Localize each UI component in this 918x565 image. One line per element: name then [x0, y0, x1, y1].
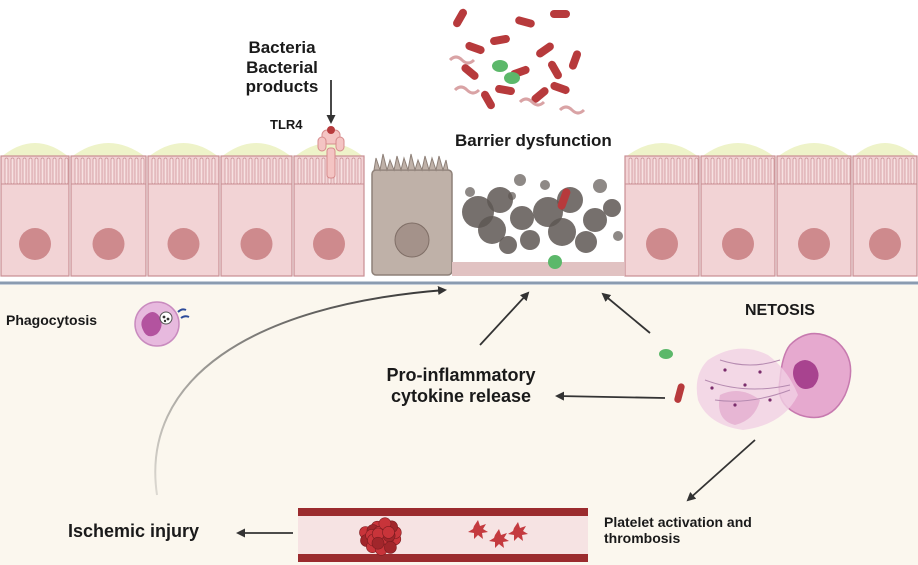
mucus-layer — [776, 143, 852, 158]
debris-fragment — [508, 192, 516, 200]
debris-blob — [575, 231, 597, 253]
mucus-layer — [70, 143, 147, 158]
debris-blob — [499, 236, 517, 254]
bacterium-rod — [461, 64, 479, 80]
debris-fragment — [593, 179, 607, 193]
clot-cell — [382, 526, 395, 539]
cell-nucleus — [313, 228, 345, 260]
cell-debris — [462, 174, 623, 254]
bacterium-rod — [515, 16, 535, 28]
bacterium-rod — [465, 41, 485, 55]
neutrophil-net-icon — [659, 332, 852, 430]
cell-nucleus — [646, 228, 678, 260]
bacterium-rod — [490, 34, 510, 46]
debris-fragment — [514, 174, 526, 186]
bacterium-rod — [548, 60, 562, 80]
mucus-layer — [852, 143, 918, 158]
debris-blob — [487, 187, 513, 213]
mucus-layer — [700, 143, 776, 158]
bacterium-spiral — [558, 105, 586, 115]
debris-blob — [510, 206, 534, 230]
bacterium-rod — [568, 50, 582, 70]
bacterium-rod — [531, 87, 549, 103]
cell-nucleus — [167, 228, 200, 260]
phagocytosis-label: Phagocytosis — [6, 312, 98, 328]
debris-blob — [583, 208, 607, 232]
bacterium-rod — [550, 10, 570, 18]
bacterium-spiral — [448, 55, 476, 65]
bacterium-coccus — [492, 60, 508, 72]
tlr4-receptor-icon — [317, 126, 345, 179]
mucus-layer — [624, 143, 700, 158]
bacterium-rod — [481, 90, 495, 110]
ischemic-injury-label: Ischemic injury — [68, 521, 200, 541]
debris-blob — [533, 197, 563, 227]
platelet-icon — [468, 520, 528, 548]
bacterium-rod — [495, 84, 515, 96]
netosis-to-platelet-arrow — [686, 439, 756, 502]
bacterium-rod — [453, 8, 467, 28]
debris-blob — [520, 230, 540, 250]
bacterium-rod — [536, 42, 554, 58]
epithelium-layer — [0, 143, 918, 277]
bacterium-spiral — [518, 97, 546, 107]
clot-cell — [371, 536, 385, 550]
cell-nucleus — [92, 228, 125, 260]
debris-fragment — [465, 187, 475, 197]
barrier-dysfunction-region — [371, 153, 624, 276]
cell-nucleus — [722, 228, 754, 260]
netosis-label: NETOSIS — [745, 302, 815, 319]
tlr4-label: TLR4 — [270, 117, 303, 132]
mucus-layer — [147, 143, 220, 158]
translocating-bacterium — [557, 188, 571, 210]
cell-nucleus — [19, 228, 51, 260]
damaged-cell-microvilli — [373, 153, 449, 172]
blood-vessel — [298, 508, 588, 562]
mucus-layer — [0, 143, 70, 158]
damaged-cell-nucleus — [394, 222, 430, 258]
translocating-microbe — [548, 255, 562, 269]
cell-nucleus — [240, 228, 273, 260]
debris-blob — [603, 199, 621, 217]
cytokine-to-barrier-arrow — [479, 291, 530, 346]
denuded-gap — [452, 262, 624, 276]
debris-fragment — [540, 180, 550, 190]
blood-clot-icon — [359, 517, 402, 556]
debris-blob — [478, 216, 506, 244]
net-microbe — [659, 349, 673, 359]
netosis-to-barrier-arrow — [601, 292, 651, 334]
bacterium-coccus — [504, 72, 520, 84]
cell-nucleus — [798, 228, 830, 260]
platelet-thrombosis-label: Platelet activation and thrombosis — [604, 514, 752, 547]
debris-fragment — [613, 231, 623, 241]
ischemia-to-barrier-arrow — [154, 286, 447, 496]
bacteria-label: Bacteria Bacterial products — [245, 38, 319, 97]
barrier-dysfunction-label: Barrier dysfunction — [455, 131, 612, 150]
mucus-layer — [220, 143, 293, 158]
cell-nucleus — [869, 228, 901, 260]
phagocyte-icon — [134, 301, 190, 347]
bacterium-rod — [550, 81, 570, 95]
cytokine-label: Pro-inflammatory cytokine release — [386, 365, 536, 406]
netosis-to-cytokine-arrow — [555, 391, 666, 401]
bacterium-spiral — [453, 85, 481, 95]
debris-blob — [548, 218, 576, 246]
bacteria-icon — [448, 8, 586, 115]
clot-cell — [384, 541, 397, 554]
net-bacterium — [674, 383, 685, 403]
